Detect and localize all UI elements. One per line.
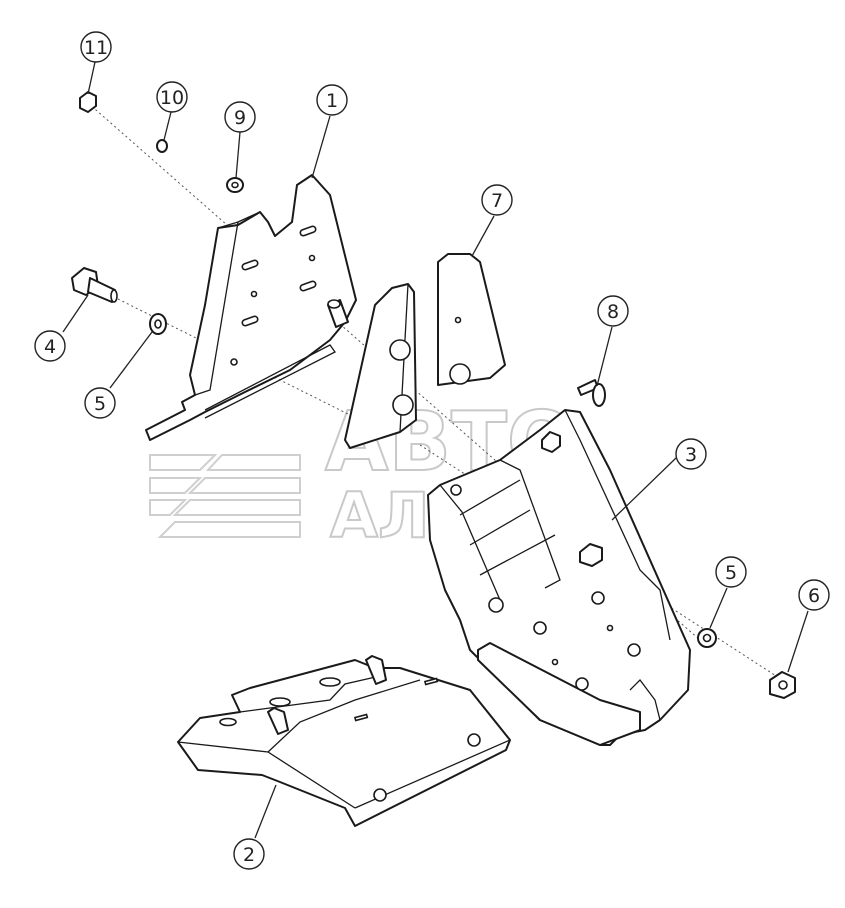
callout-7: 7 xyxy=(481,184,513,216)
part-4-bolt xyxy=(71,267,118,303)
callout-4: 4 xyxy=(34,330,66,362)
leader-lines xyxy=(62,61,809,839)
part-6-nut xyxy=(769,671,796,699)
callout-8: 8 xyxy=(597,295,629,327)
svg-text:5: 5 xyxy=(725,562,737,584)
svg-text:1: 1 xyxy=(326,90,338,112)
callout-10: 10 xyxy=(156,81,188,113)
svg-text:4: 4 xyxy=(44,336,56,358)
spacer-plate xyxy=(344,283,417,449)
svg-text:2: 2 xyxy=(243,844,255,866)
callout-9: 9 xyxy=(224,101,256,133)
svg-text:10: 10 xyxy=(160,87,184,109)
part-3-main-bracket xyxy=(427,409,691,746)
svg-text:9: 9 xyxy=(234,107,246,129)
callout-11: 11 xyxy=(80,31,112,63)
callout-5-right: 5 xyxy=(715,556,747,588)
part-10-lock-washer xyxy=(156,139,168,153)
callout-3: 3 xyxy=(675,438,707,470)
svg-text:7: 7 xyxy=(491,190,503,212)
callout-5-left: 5 xyxy=(84,387,116,419)
svg-text:8: 8 xyxy=(607,301,619,323)
svg-text:3: 3 xyxy=(685,444,697,466)
part-2-base-support xyxy=(177,655,511,827)
part-11-nut xyxy=(79,91,97,113)
svg-text:6: 6 xyxy=(808,585,820,607)
svg-text:5: 5 xyxy=(94,393,106,415)
watermark-emblem-icon xyxy=(149,454,301,538)
upper-axis-line xyxy=(87,102,701,641)
callout-6: 6 xyxy=(798,579,830,611)
assembly-axes xyxy=(87,102,791,686)
callout-1: 1 xyxy=(316,84,348,116)
part-9-washer xyxy=(226,177,244,193)
part-1-mounting-plate xyxy=(145,174,357,441)
part-7-gusset-plate xyxy=(437,253,506,386)
part-5-washer-left xyxy=(149,313,167,335)
svg-text:11: 11 xyxy=(84,37,108,59)
callout-2: 2 xyxy=(233,838,265,870)
part-8-pin xyxy=(577,379,606,407)
part-5-washer-right xyxy=(697,628,717,648)
